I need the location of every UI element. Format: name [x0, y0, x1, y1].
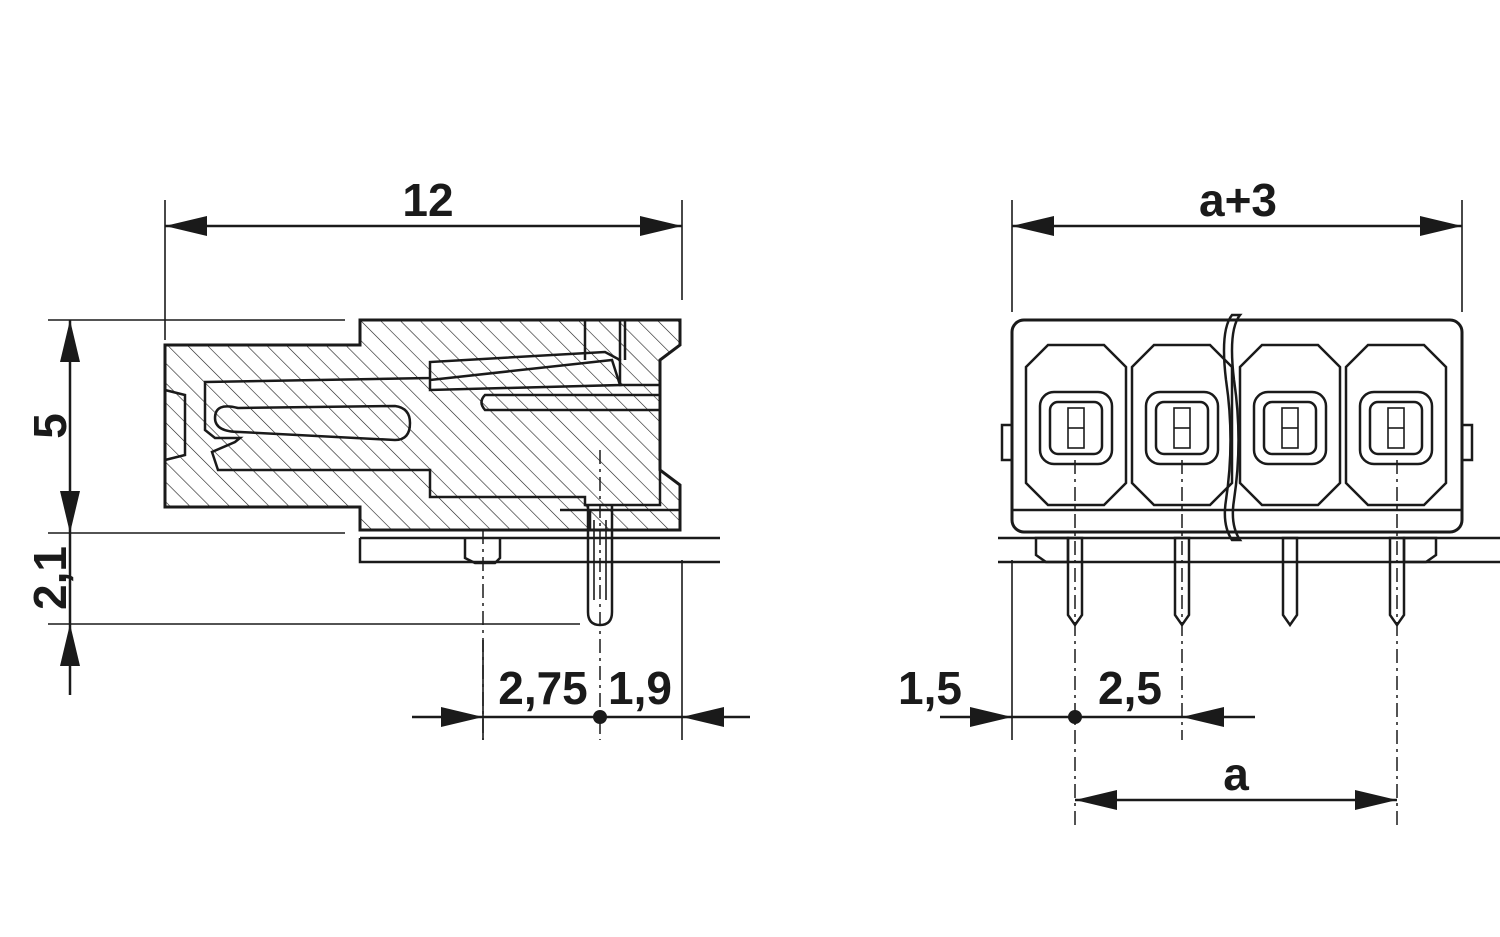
dimension-2-1: 2,1 [24, 533, 580, 695]
side-contact [203, 350, 662, 507]
chamber-2 [1130, 343, 1234, 628]
chamber-3 [1238, 343, 1342, 628]
dimension-2-5-label: 2,5 [1098, 662, 1162, 714]
dimension-a-label: a [1223, 748, 1249, 800]
dimension-a: a [1075, 748, 1397, 810]
front-housing [1010, 318, 1464, 534]
front-view: a+3 1,5 2,5 a [898, 174, 1500, 825]
dimension-1-9-label: 1,9 [608, 662, 672, 714]
dimension-edge-pitch: 1,5 2,5 [898, 560, 1255, 740]
dimension-a-plus-3-label: a+3 [1199, 174, 1277, 226]
side-view: 12 5 2,1 2,75 1,9 [24, 174, 750, 740]
dimension-2-1-label: 2,1 [24, 546, 76, 610]
dimension-a-plus-3: a+3 [1011, 174, 1463, 312]
chamber-1 [1024, 343, 1128, 628]
dimension-5-label: 5 [24, 413, 76, 439]
dimension-offsets: 2,75 1,9 [412, 560, 750, 740]
chamber-4 [1344, 343, 1448, 628]
dimension-5: 5 [24, 319, 345, 534]
dimension-12-label: 12 [402, 174, 453, 226]
dimension-1-5-label: 1,5 [898, 662, 962, 714]
dimension-2-75-label: 2,75 [498, 662, 588, 714]
break-line [1222, 313, 1243, 542]
dimension-12: 12 [164, 174, 683, 340]
